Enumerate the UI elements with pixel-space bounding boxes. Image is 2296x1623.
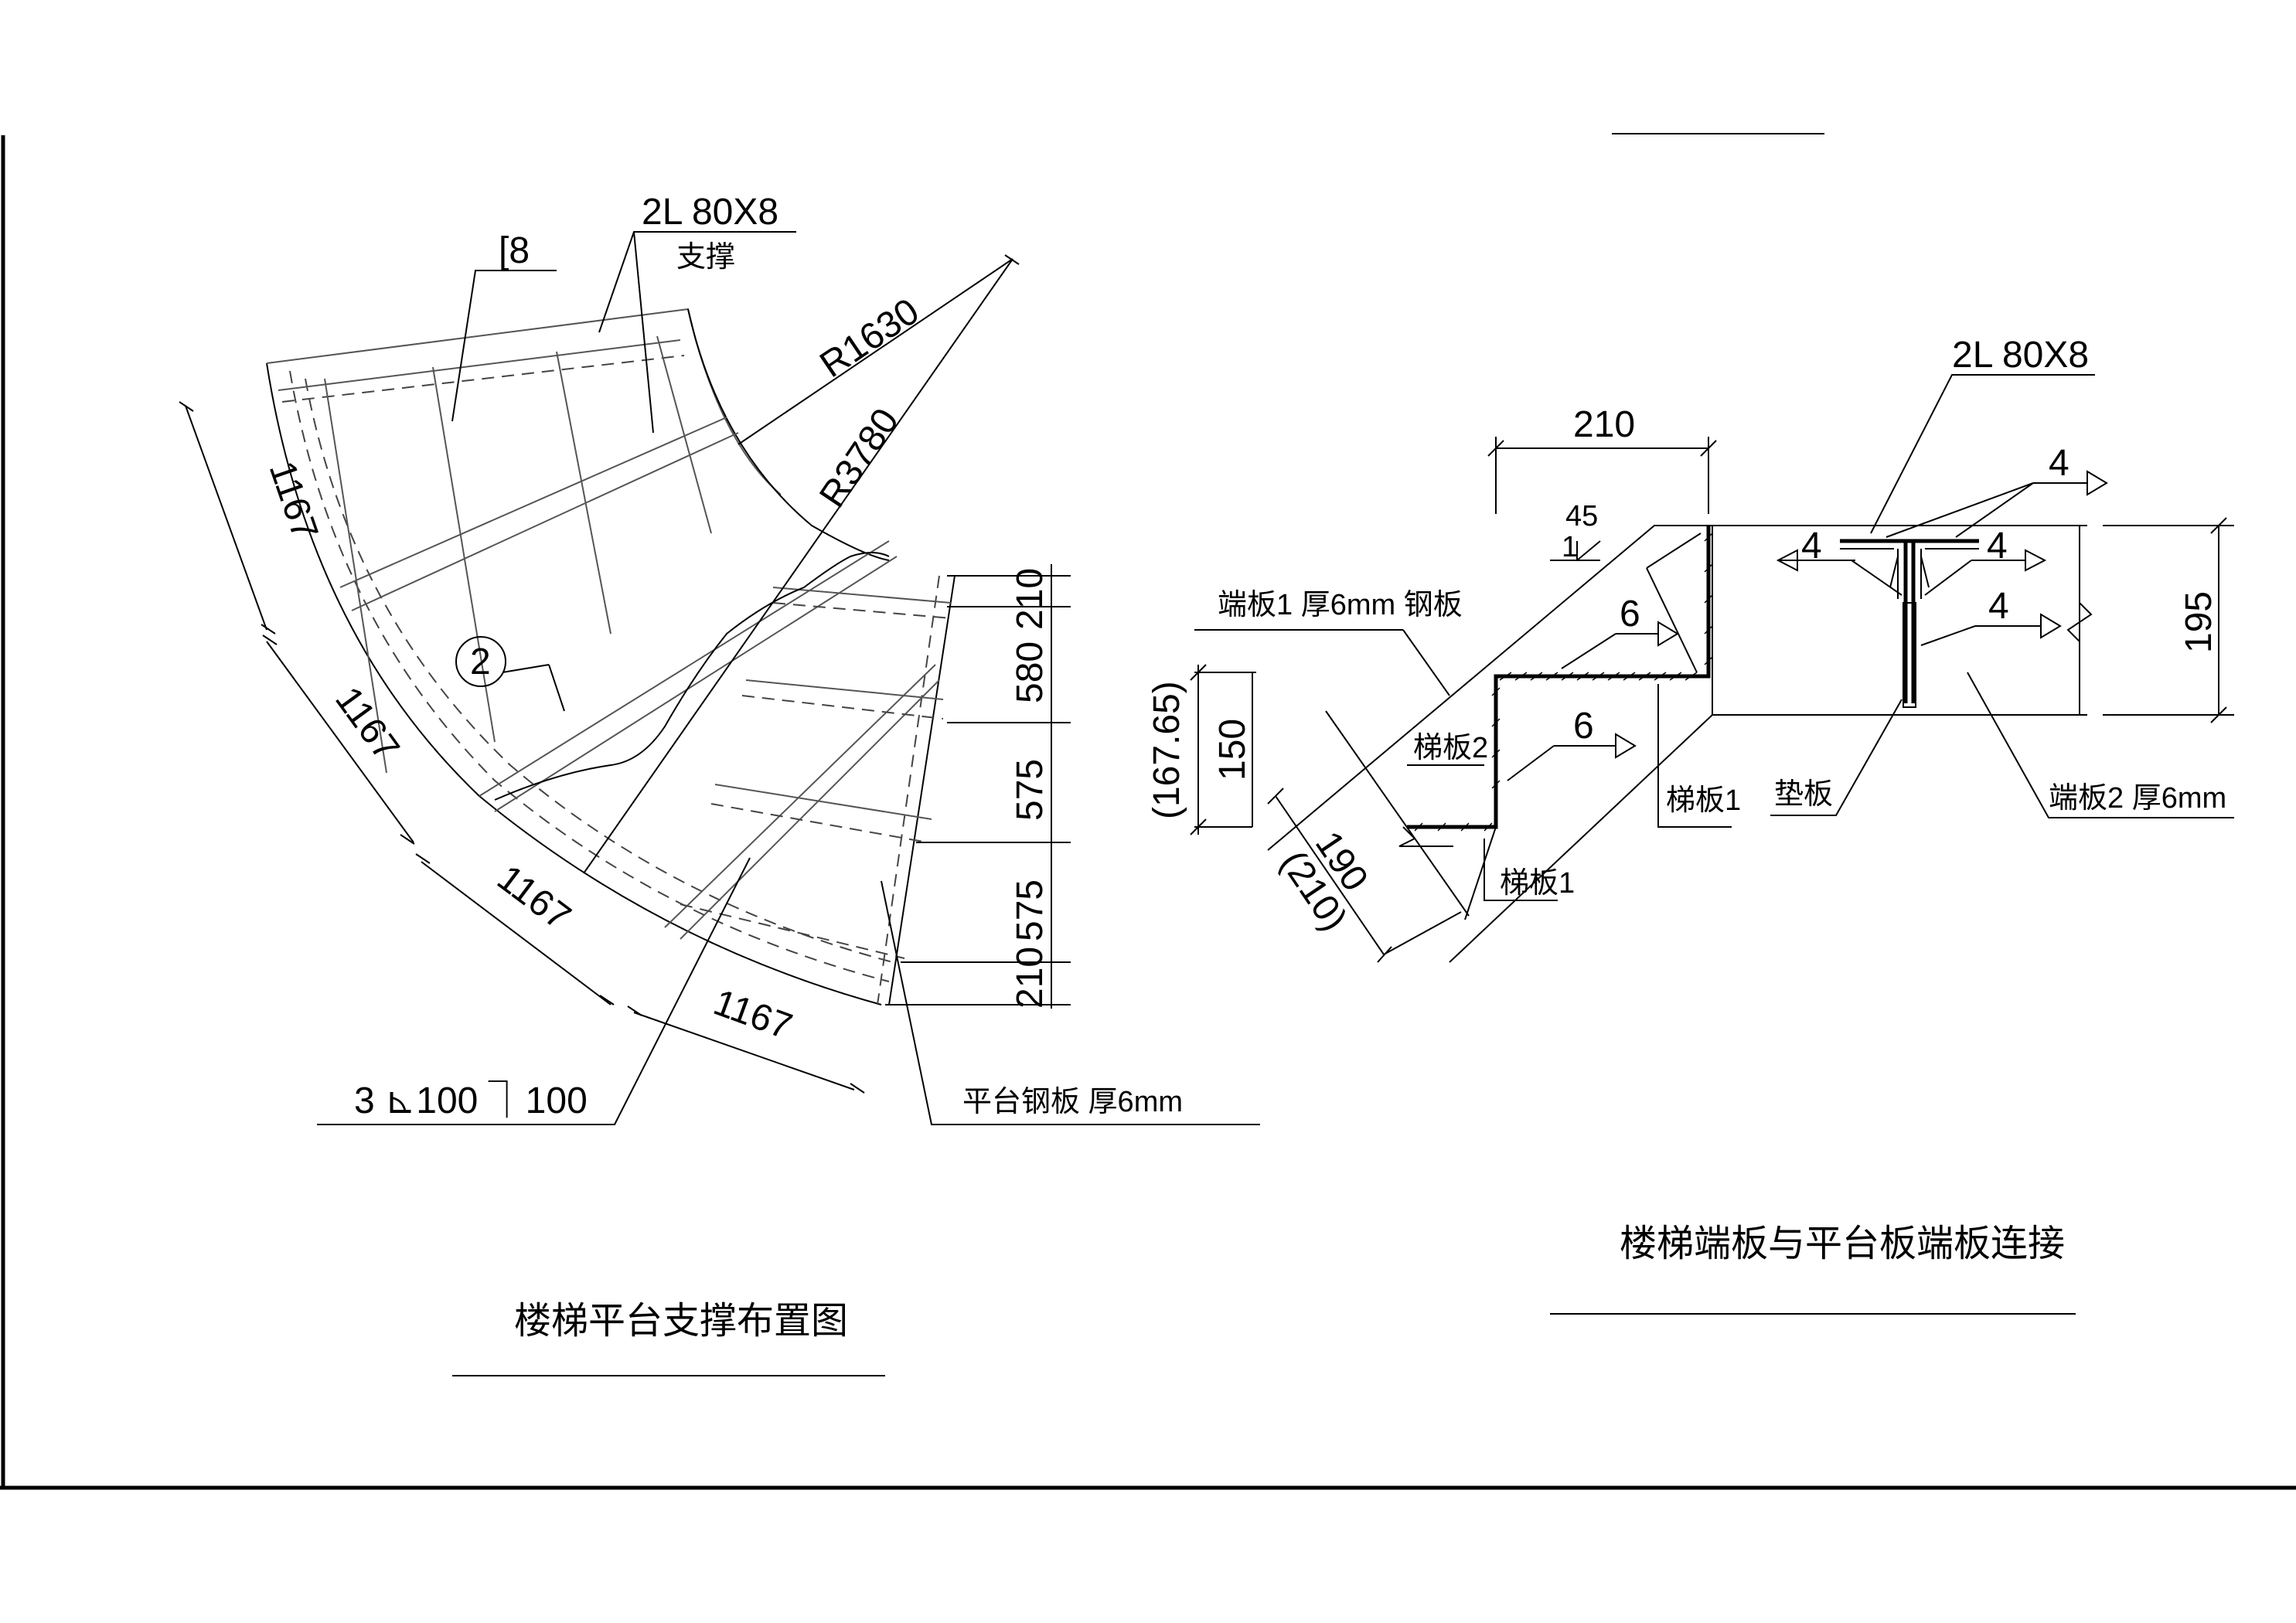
platform-support-plan: [8 2L 80X8 支撑 R1630 R3780 2: [179, 192, 1260, 1376]
weld-6-lower: 6: [1507, 706, 1637, 781]
rise-label: 150: [1212, 719, 1253, 781]
angle-label: 2L 80X8: [642, 192, 778, 233]
weld-callout-label: 3 ⊾100 ⏋100: [354, 1080, 588, 1121]
weld-4-top: 4: [1886, 443, 2108, 538]
vdim-210-top: 210: [1010, 568, 1051, 630]
arc-dim-3: 1167: [489, 857, 577, 937]
channel-label: [8: [499, 230, 530, 271]
angle-right-label: 2L 80X8: [1952, 335, 2089, 376]
brace-label: 支撑: [676, 241, 735, 274]
angle-right-callout: 2L 80X8: [1870, 335, 2095, 534]
rise-dimensions: (167.65) 150: [1146, 664, 1256, 835]
height-dimension: 195: [2103, 517, 2234, 723]
end-plate-2-label: 端板2 厚6mm: [2049, 782, 2226, 815]
arc-dim-1: 1167: [261, 456, 326, 545]
end-plate-1-label: 端板1 厚6mm 钢板: [1218, 589, 1463, 621]
vdim-210-bottom: 210: [1010, 947, 1051, 1009]
top-dimension: 210: [1487, 404, 1717, 514]
stair-plate-2-label: 梯板2: [1413, 732, 1488, 764]
right-outline: [1712, 526, 2093, 715]
top-dim-210: 210: [1573, 404, 1635, 445]
tread-dimensions: 190 (210): [1267, 788, 1462, 963]
stair-plate-1-right: 梯板1: [1666, 784, 1741, 817]
shim-label: 垫板: [1774, 778, 1833, 811]
weld-4-bottom: 4: [1920, 586, 2062, 646]
angle-callout: 2L 80X8 支撑: [598, 192, 796, 434]
slope-45: 45: [1565, 500, 1598, 532]
weld-6-upper-label: 6: [1620, 594, 1640, 635]
slope-mark: 45 1: [1550, 500, 1601, 563]
weld-4-right-label: 4: [1987, 526, 2008, 567]
detail-mark: 2: [455, 636, 565, 712]
left-drawing-title: 楼梯平台支撑布置图: [514, 1301, 848, 1342]
platform-outline: [266, 308, 956, 1005]
break-line: [494, 552, 890, 801]
vertical-dimensions: 210 580 575 575 210: [885, 564, 1071, 1009]
stair-end-plate-connection: 210 45 1 6 6 端板1 厚6mm: [1146, 335, 2234, 1315]
vdim-575-b: 575: [1010, 880, 1051, 941]
stair-plate-labels: 梯板2 梯板1 梯板1: [1407, 732, 1741, 901]
weld-4-top-label: 4: [2049, 443, 2069, 484]
radius-leaders: R1630 R3780: [583, 254, 1020, 874]
weld-6-upper: 6: [1561, 594, 1679, 669]
vdim-580: 580: [1010, 641, 1051, 703]
slope-1: 1: [1562, 531, 1578, 563]
end-plate-2-callout: 端板2 厚6mm: [1967, 672, 2234, 818]
weld-4-right: 4: [1924, 526, 2047, 596]
arc-dimensions: 1167 1167 1167 1167: [179, 401, 865, 1094]
vdim-575-a: 575: [1010, 759, 1051, 821]
height-195: 195: [2178, 591, 2219, 653]
shim-callout: 垫板: [1770, 699, 1903, 816]
angle-section: [1840, 539, 1979, 708]
weld-4-left: 4: [1776, 526, 1903, 596]
detail-mark-number: 2: [470, 641, 491, 682]
arc-dim-2: 1167: [327, 679, 407, 768]
stair-plate-1-bottom: 梯板1: [1500, 867, 1575, 900]
radius-inner-label: R1630: [813, 291, 927, 386]
channel-callout: [8: [451, 230, 557, 422]
weld-4-left-label: 4: [1801, 526, 1822, 567]
arc-dim-4: 1167: [708, 982, 797, 1048]
end-plate-1-callout: 端板1 厚6mm 钢板: [1194, 532, 1702, 696]
sheet-border: [0, 133, 2296, 1490]
weld-6-lower-label: 6: [1573, 706, 1594, 747]
plate-label: 平台钢板 厚6mm: [962, 1086, 1183, 1118]
radial-braces: [324, 335, 952, 959]
right-drawing-title: 楼梯端板与平台板端板连接: [1620, 1223, 2065, 1264]
weld-callout: 3 ⊾100 ⏋100: [317, 857, 751, 1125]
radius-outer-label: R3780: [812, 401, 907, 515]
weld-4-bottom-label: 4: [1988, 586, 2009, 627]
stair-profile: [1267, 525, 2087, 963]
rise-outer-label: (167.65): [1146, 681, 1187, 819]
plate-callout: 平台钢板 厚6mm: [881, 880, 1260, 1125]
